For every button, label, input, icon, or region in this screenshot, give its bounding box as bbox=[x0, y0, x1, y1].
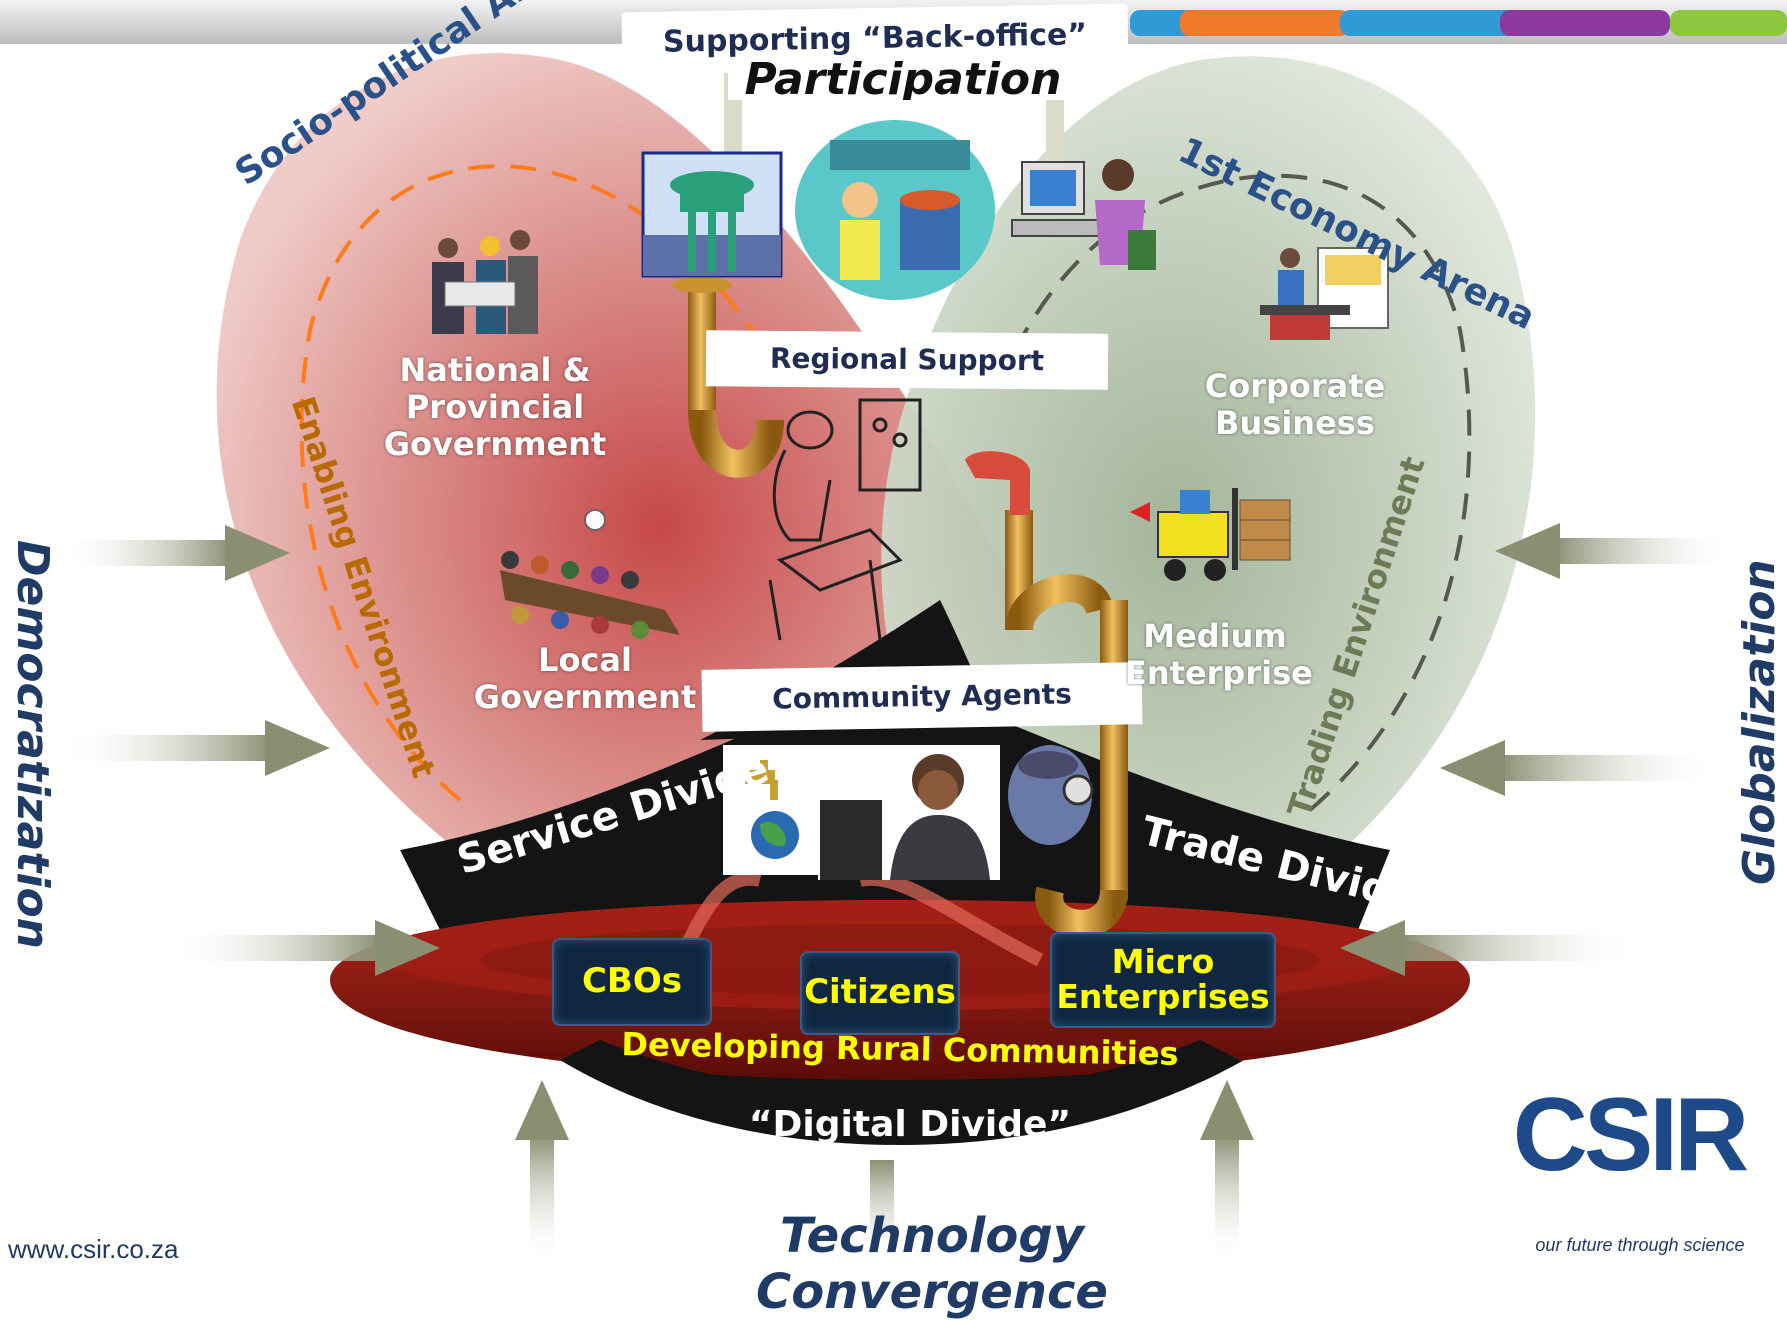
community-agents-label: Community Agents bbox=[771, 677, 1073, 716]
tap-photo bbox=[723, 745, 818, 875]
corporate-line-2: Business bbox=[1215, 403, 1375, 442]
participation-label: Participation bbox=[728, 58, 1078, 100]
detective-icon bbox=[1008, 745, 1094, 845]
community-agents-banner: Community Agents bbox=[701, 662, 1143, 732]
factory-worker-icon bbox=[795, 120, 995, 300]
globalization-label: Globalization bbox=[1734, 559, 1785, 885]
csir-tagline: our future through science bbox=[1535, 1235, 1745, 1255]
meeting-table-icon bbox=[500, 509, 680, 639]
worker-machine-icon bbox=[768, 398, 922, 641]
micro-line-1: Micro bbox=[1111, 942, 1215, 982]
citizens-box: Citizens bbox=[800, 951, 960, 1035]
national-government-label: National & Provincial Government bbox=[370, 352, 620, 462]
regional-support-banner: Regional Support bbox=[705, 330, 1109, 390]
laptop-woman-photo bbox=[818, 745, 1000, 880]
globalization-arrows bbox=[1340, 523, 1735, 976]
local-line-2: Government bbox=[473, 677, 697, 716]
democratization-label: Democratization bbox=[7, 540, 58, 949]
business-people-icon bbox=[432, 230, 538, 334]
cbos-box: CBOs bbox=[552, 938, 712, 1026]
forklift-icon bbox=[1130, 488, 1291, 581]
corporate-line-1: Corporate bbox=[1204, 367, 1386, 405]
enabling-dashed-loop bbox=[299, 164, 762, 802]
tap-icon bbox=[965, 451, 1030, 515]
micro-line-2: Enterprises bbox=[1056, 977, 1270, 1016]
medium-line-2: Enterprise bbox=[1125, 653, 1313, 692]
website-url[interactable]: www.csir.co.za bbox=[8, 1234, 179, 1264]
trading-dashed-loop bbox=[1008, 173, 1472, 812]
pipe-icon bbox=[672, 277, 1128, 938]
digital-divide-label: “Digital Divide” bbox=[748, 1104, 1072, 1145]
national-line-2: Provincial bbox=[405, 387, 585, 426]
technology-arrows bbox=[515, 1080, 1254, 1265]
national-line-1: National & bbox=[399, 351, 591, 389]
technology-convergence-label: Technology Convergence bbox=[756, 1208, 1108, 1320]
cbos-label: CBOs bbox=[581, 961, 682, 1002]
office-worker-icon bbox=[1260, 247, 1389, 340]
local-line-1: Local bbox=[538, 641, 632, 679]
csir-logo: CSIR bbox=[1512, 1077, 1749, 1193]
national-line-3: Government bbox=[383, 424, 607, 463]
corporate-business-label: Corporate Business bbox=[1195, 368, 1395, 442]
medium-line-1: Medium bbox=[1143, 617, 1287, 655]
citizens-label: Citizens bbox=[804, 972, 956, 1013]
water-tower-icon bbox=[641, 151, 783, 278]
micro-enterprises-box: Micro Enterprises bbox=[1050, 932, 1276, 1028]
regional-support-label: Regional Support bbox=[769, 341, 1045, 378]
computer-user-icon bbox=[1011, 159, 1156, 270]
democratization-arrows bbox=[60, 525, 440, 976]
local-government-label: Local Government bbox=[470, 642, 700, 716]
medium-enterprise-label: Medium Enterprise bbox=[1125, 617, 1313, 692]
